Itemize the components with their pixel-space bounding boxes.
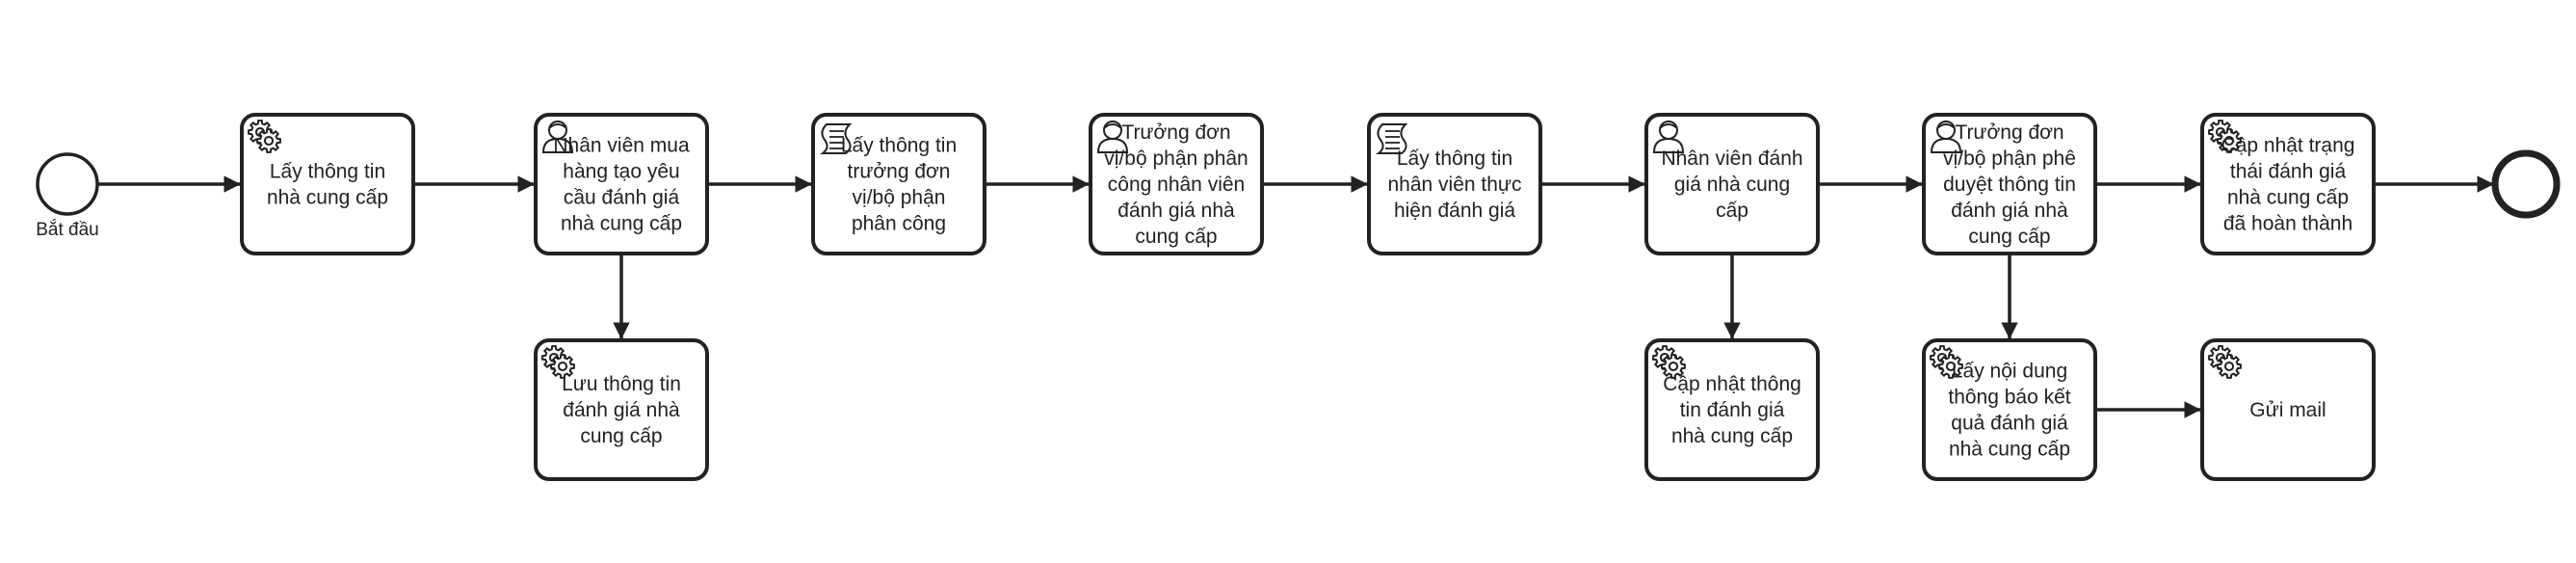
task-t12[interactable]: Gửi mail	[2200, 338, 2376, 481]
task-box	[240, 113, 415, 255]
gear-icon	[541, 345, 575, 379]
start-event-circle	[36, 152, 99, 216]
task-box	[1089, 113, 1264, 255]
gear-icon	[1930, 345, 1963, 379]
script-icon	[1376, 123, 1408, 154]
events: Bắt đầu	[36, 149, 2561, 240]
task-box	[811, 113, 986, 255]
task-box	[1644, 338, 1820, 481]
task-box	[534, 338, 709, 481]
gear-icon	[2208, 120, 2242, 153]
task-box	[1922, 113, 2097, 255]
user-icon	[541, 121, 574, 153]
start-event[interactable]: Bắt đầu	[36, 152, 99, 240]
task-box	[1922, 338, 2097, 481]
end-event[interactable]	[2491, 149, 2561, 219]
gear-icon	[1652, 345, 1686, 379]
sequence-flows	[97, 175, 2494, 418]
start-event-label: Bắt đầu	[36, 219, 99, 240]
user-icon	[1096, 121, 1129, 153]
task-box	[1367, 113, 1542, 255]
task-box	[1644, 113, 1820, 255]
task-label: Gửi mail	[2249, 399, 2326, 421]
gear-icon	[2208, 345, 2242, 379]
script-icon	[820, 123, 853, 154]
task-box	[2200, 113, 2376, 255]
task-box	[534, 113, 709, 255]
task-box	[2200, 338, 2376, 481]
end-event-circle	[2491, 149, 2561, 219]
user-icon	[1930, 121, 1962, 153]
gear-icon	[248, 120, 281, 153]
user-icon	[1652, 121, 1685, 153]
